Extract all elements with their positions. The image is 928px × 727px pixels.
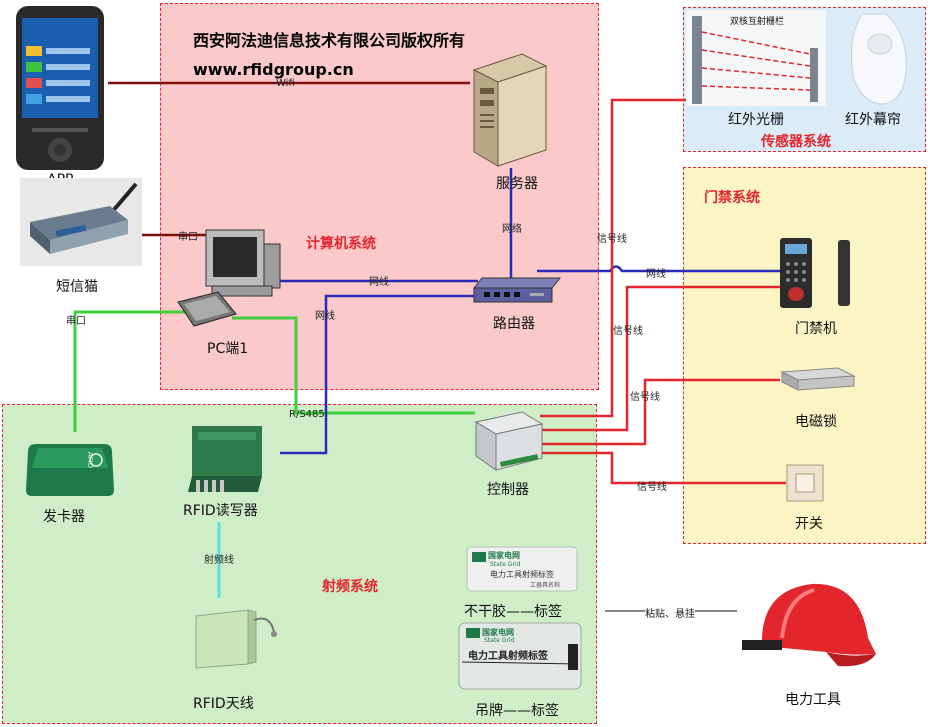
access-control-zone — [683, 167, 926, 544]
lan-access-line — [537, 265, 780, 273]
company-name: 西安阿法迪信息技术有限公司版权所有 — [193, 31, 466, 50]
serial-issuer-connection-label: 串口 — [66, 316, 86, 327]
hang-tag-brand-en: State Grid — [484, 637, 515, 644]
lan-pc-router-connection-label: 网线 — [369, 277, 389, 288]
access-controller-label: 门禁机 — [795, 321, 837, 337]
hang-tag-label: 吊牌——标签 — [475, 703, 559, 719]
sms-modem-label: 短信猫 — [56, 279, 98, 295]
lan-server-router-connection-label: 网络 — [502, 224, 522, 235]
adhesive-tag-label: 不干胶——标签 — [464, 604, 562, 620]
card-issuer-icon — [26, 444, 114, 496]
issuer-logo-text: AFID — [86, 451, 95, 469]
sensor-zone-label: 传感器系统 — [761, 134, 831, 150]
signal-access-line — [540, 285, 780, 432]
helmet-icon — [742, 583, 876, 667]
card-issuer-label: 发卡器 — [43, 509, 85, 525]
signal-lock-line — [540, 378, 780, 446]
switch-label: 开关 — [795, 516, 823, 532]
rfid-reader-icon — [188, 426, 262, 492]
rfid-antenna-icon — [195, 609, 277, 669]
serial-sms-connection-label: 串口 — [178, 232, 198, 243]
computer-zone-label: 计算机系统 — [306, 236, 376, 252]
app-phone-icon — [16, 6, 104, 170]
serial-issuer-line — [73, 310, 190, 432]
controller-icon — [474, 411, 544, 471]
rs485-line — [232, 316, 475, 415]
wifi-connection-label: Wifi — [276, 78, 295, 89]
access-controller-icon — [780, 238, 850, 308]
access-zone-label: 门禁系统 — [704, 190, 760, 206]
adhesive-tag-subtitle: 工器具名称 — [530, 582, 561, 589]
adhesive-tag-brand: 国家电网 — [488, 551, 520, 560]
switch-icon — [786, 464, 824, 502]
hang-tag-icon — [458, 622, 582, 690]
lan-reader-line — [280, 294, 478, 455]
router-label: 路由器 — [493, 316, 535, 332]
lan-access-connection-label: 网线 — [646, 269, 666, 280]
adhesive-tag-icon — [466, 546, 578, 592]
server-icon — [472, 53, 548, 167]
pc-icon — [177, 229, 281, 327]
signal-sensor-connection-label: 信号线 — [597, 234, 627, 245]
signal-sensor-line — [540, 98, 700, 418]
signal-lock-connection-label: 信号线 — [630, 392, 660, 403]
ir-grating-icon — [686, 10, 826, 106]
rs485-connection-label: R/S485 — [289, 409, 325, 420]
rfid-reader-label: RFID读写器 — [183, 503, 258, 519]
adhesive-tag-title: 电力工具射频标签 — [490, 570, 554, 579]
attach-connection-label: 粘贴、悬挂 — [645, 605, 695, 620]
mag-lock-label: 电磁锁 — [795, 414, 837, 430]
hang-tag-brand: 国家电网 — [482, 628, 514, 637]
rf-cable-connection-label: 射频线 — [204, 555, 234, 566]
signal-switch-line — [540, 451, 786, 485]
signal-access-connection-label: 信号线 — [613, 326, 643, 337]
ir-grating-label: 红外光栅 — [728, 112, 784, 128]
controller-label: 控制器 — [487, 482, 529, 498]
grating-title: 双核互射栅栏 — [730, 17, 785, 27]
ir-curtain-label: 红外幕帘 — [845, 112, 901, 128]
router-icon — [472, 277, 562, 303]
pc-label: PC端1 — [207, 341, 249, 357]
mag-lock-icon — [780, 367, 856, 391]
hang-tag-title: 电力工具射频标签 — [468, 651, 548, 662]
ir-curtain-icon — [850, 13, 907, 105]
sms-modem-icon — [20, 178, 142, 266]
power-tool-label: 电力工具 — [785, 692, 841, 708]
adhesive-tag-brand-en: State Grid — [490, 561, 521, 568]
signal-switch-connection-label: 信号线 — [637, 482, 667, 493]
lan-reader-connection-label: 网线 — [315, 311, 335, 322]
server-label: 服务器 — [496, 176, 538, 192]
company-website: www.rfidgroup.cn — [193, 60, 354, 79]
rf-zone-label: 射频系统 — [322, 579, 378, 595]
rfid-antenna-label: RFID天线 — [193, 696, 254, 712]
